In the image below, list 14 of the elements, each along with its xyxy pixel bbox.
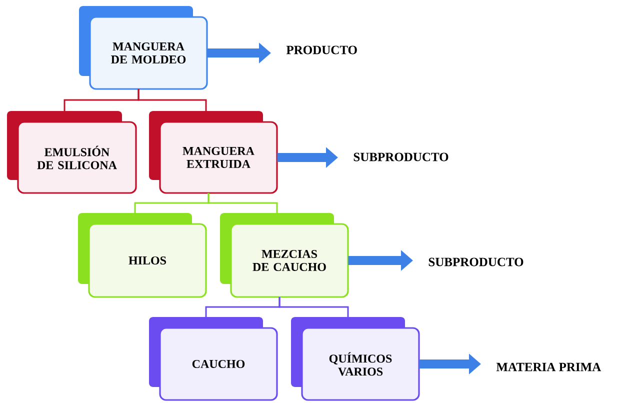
connector-line [208,193,278,213]
process-box: MANGUERA EXTRUIDA [149,111,278,194]
connector-line [278,297,349,317]
process-box: HILOS [78,213,207,298]
process-box: MANGUERA DE MOLDEO [79,6,208,90]
process-box: MEZCIAS DE CAUCHO [220,213,349,298]
output-label: PRODUCTO [286,46,357,54]
output-label: MATERIA PRIMA [496,362,602,372]
process-box: QUÍMICOS VARIOS [291,317,420,401]
connector-line [138,89,207,111]
output-label: SUBPRODUCTO [428,258,524,266]
process-box: CAUCHO [149,317,278,401]
output-label: SUBPRODUCTO [354,152,448,162]
process-box: EMULSIÓN DE SILICONA [7,111,137,194]
